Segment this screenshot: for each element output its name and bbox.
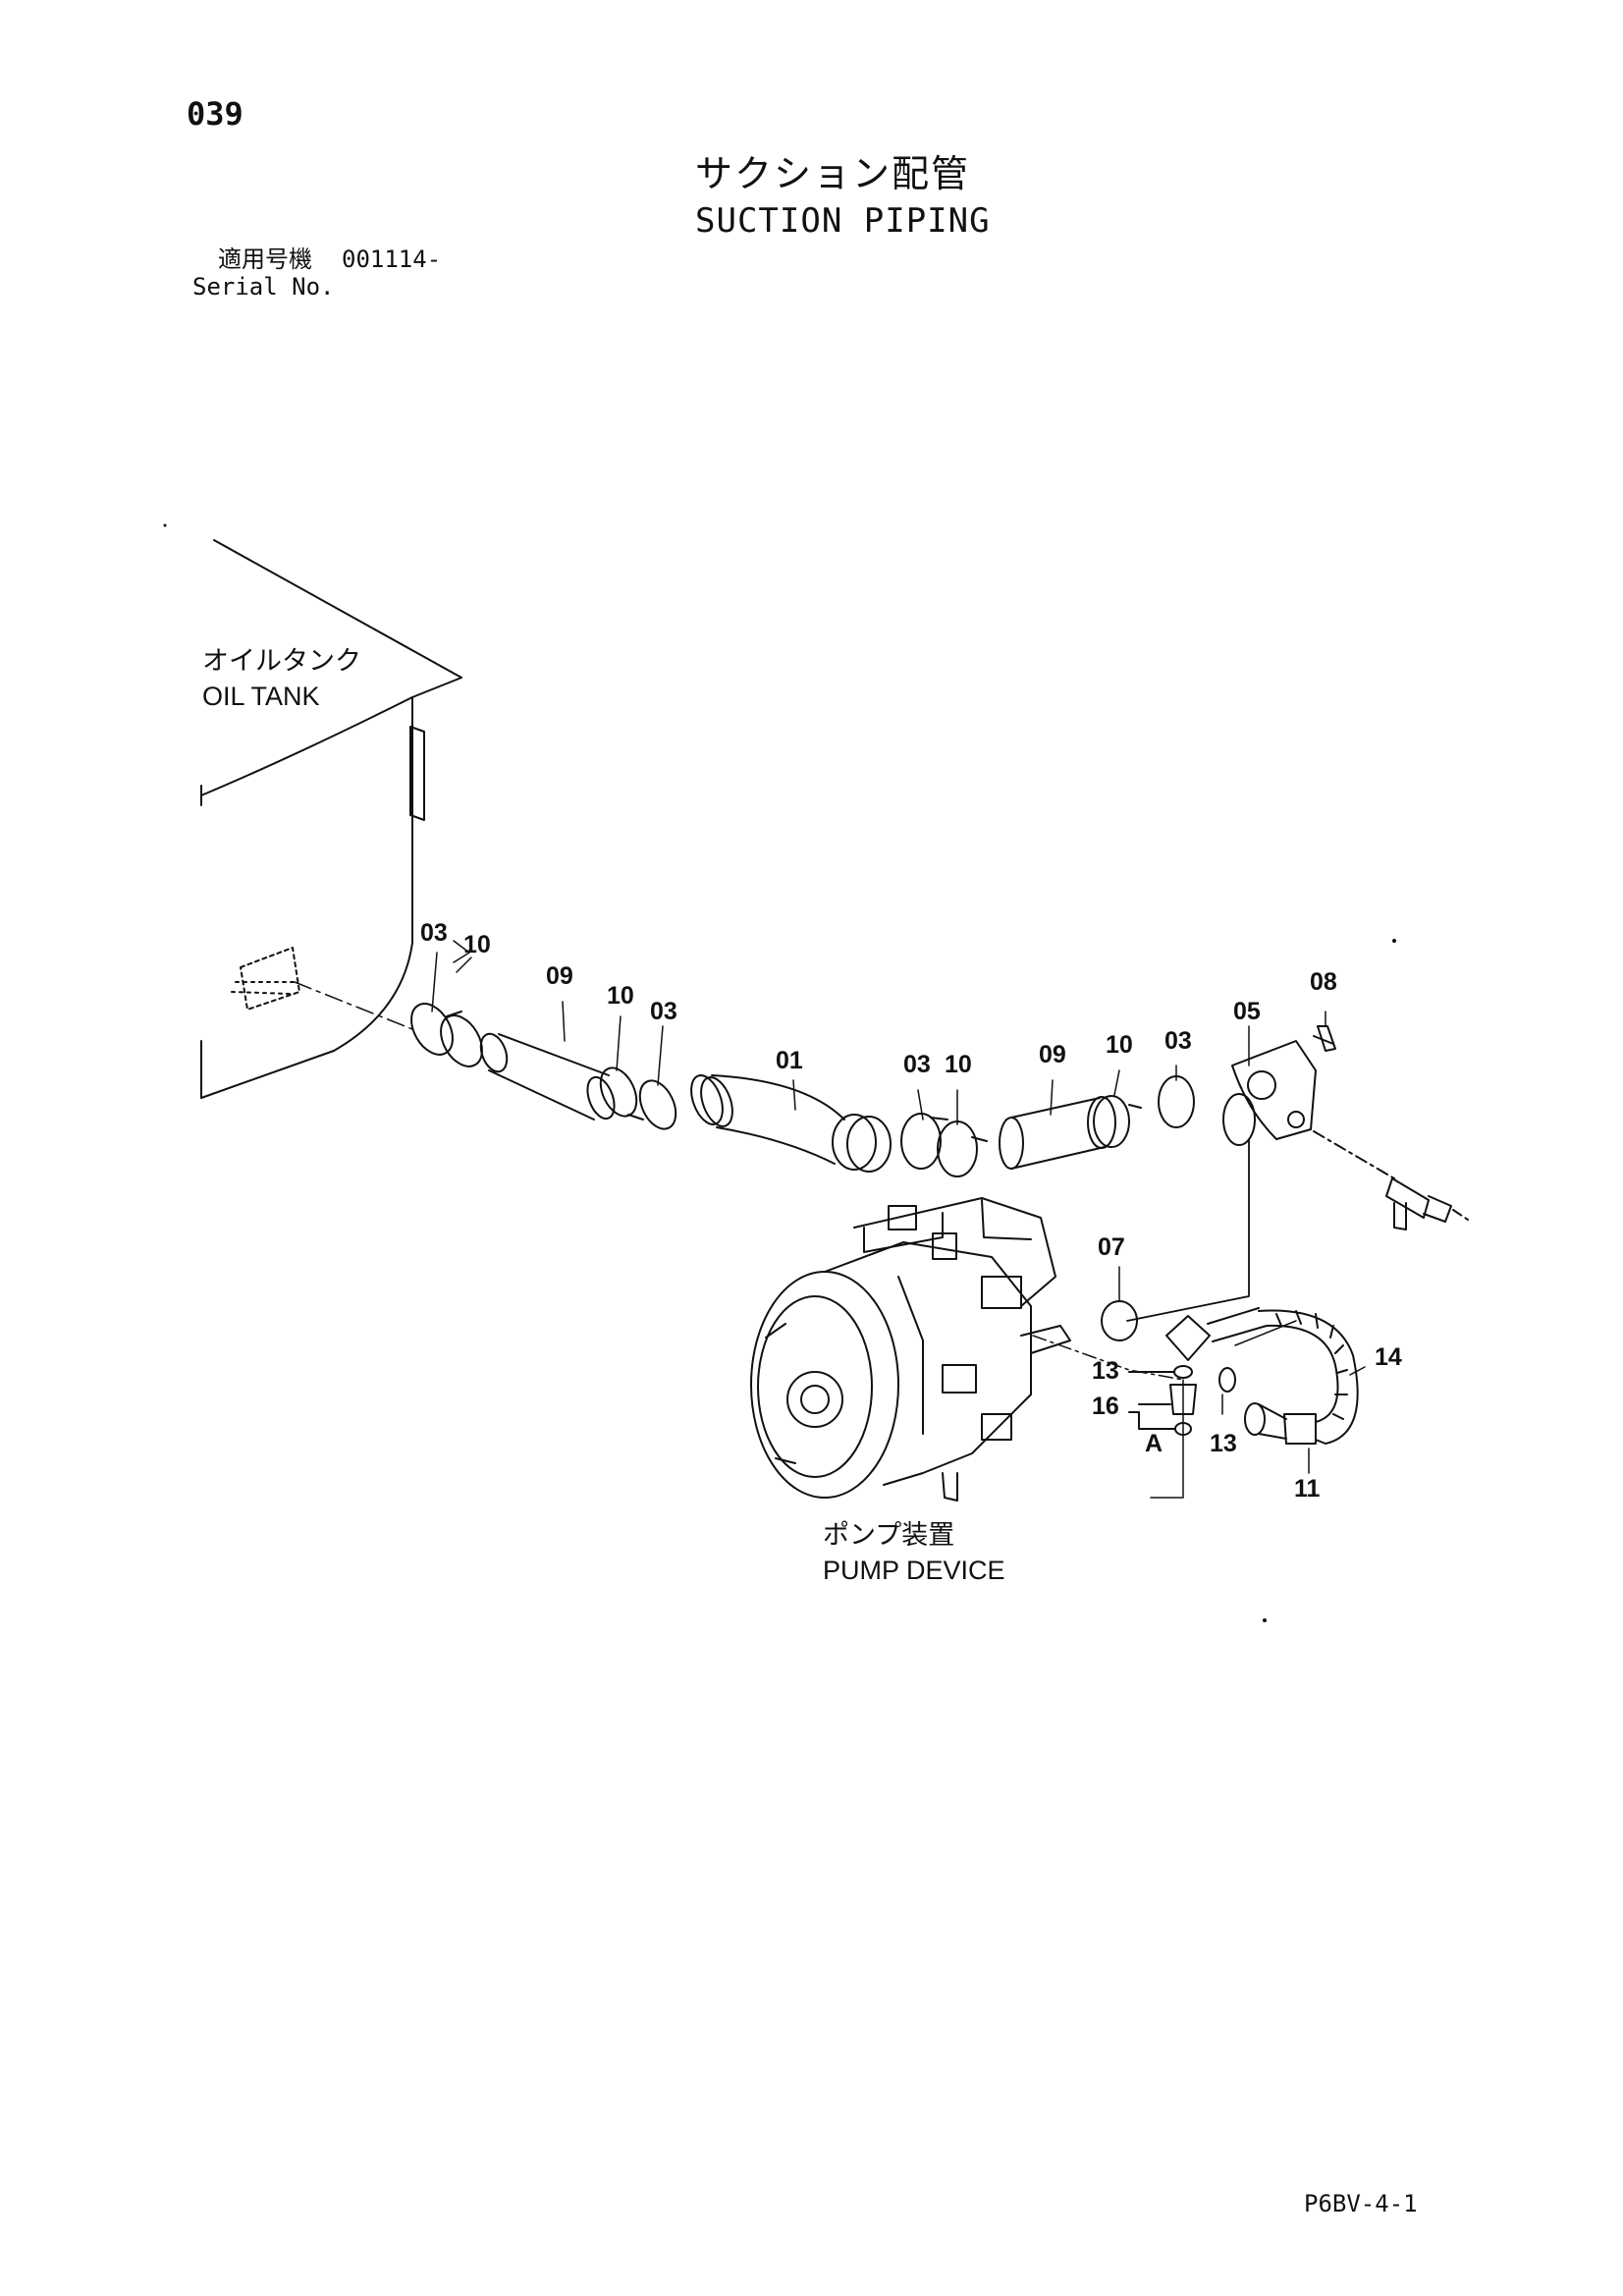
leader-lines — [431, 952, 1366, 1474]
part-number-11: 11 — [1294, 1475, 1321, 1503]
part-number-03: 03 — [420, 919, 448, 947]
fitting-group-13-16 — [1128, 1365, 1197, 1436]
part-number-07: 07 — [1098, 1233, 1125, 1261]
tee-fitting — [1313, 1130, 1472, 1230]
title-japanese: サクション配管 — [695, 152, 971, 195]
oil-tank-label-jp: オイルタンク — [202, 646, 361, 676]
o-ring-07 — [1101, 1300, 1138, 1341]
o-ring-13-right — [1218, 1367, 1236, 1393]
part-number-01: 01 — [776, 1047, 803, 1074]
part-number-05: 05 — [1233, 998, 1261, 1025]
part-number-16: 16 — [1092, 1393, 1119, 1420]
part-number-10: 10 — [463, 931, 491, 958]
pump-device-label-jp: ポンプ装置 — [823, 1520, 955, 1550]
part-number-09: 09 — [546, 962, 573, 990]
serial-label-japanese: 適用号機 — [218, 246, 312, 273]
part-number-09: 09 — [1039, 1041, 1066, 1068]
part-number-10: 10 — [1106, 1031, 1133, 1059]
flange-05 — [1222, 1025, 1336, 1146]
oil-tank-drawing — [200, 539, 462, 1099]
part-number-03: 03 — [1164, 1027, 1192, 1055]
pump-device-drawing — [750, 1197, 1071, 1502]
part-number-14: 14 — [1375, 1343, 1402, 1371]
serial-value: 001114- — [342, 246, 442, 273]
part-number-10: 10 — [945, 1051, 972, 1078]
pipe-01 — [690, 1074, 892, 1173]
page-number: 039 — [187, 95, 243, 133]
serial-label-english: Serial No. — [192, 273, 335, 301]
part-number-13: 13 — [1092, 1357, 1119, 1385]
part-callout-a: A — [1145, 1430, 1163, 1457]
clamp-group-4 — [1093, 1075, 1195, 1148]
pump-device-label-en: PUMP DEVICE — [823, 1556, 1005, 1585]
clamp-group-1 — [410, 1003, 483, 1067]
hose-09-first — [479, 1032, 616, 1121]
part-number-08: 08 — [1310, 968, 1337, 996]
scan-speckles — [163, 523, 1396, 1622]
clamp-group-2 — [599, 1066, 677, 1130]
title-english: SUCTION PIPING — [695, 201, 991, 241]
part-number-03: 03 — [903, 1051, 931, 1078]
oil-tank-label-en: OIL TANK — [202, 682, 320, 711]
part-number-13: 13 — [1210, 1430, 1237, 1457]
hose-09-second — [999, 1096, 1116, 1170]
part-number-10: 10 — [607, 982, 634, 1010]
hose-14 — [1165, 1307, 1359, 1445]
clamp-group-3 — [900, 1113, 988, 1177]
drawing-code: P6BV-4-1 — [1304, 2190, 1418, 2217]
part-number-03: 03 — [650, 998, 677, 1025]
